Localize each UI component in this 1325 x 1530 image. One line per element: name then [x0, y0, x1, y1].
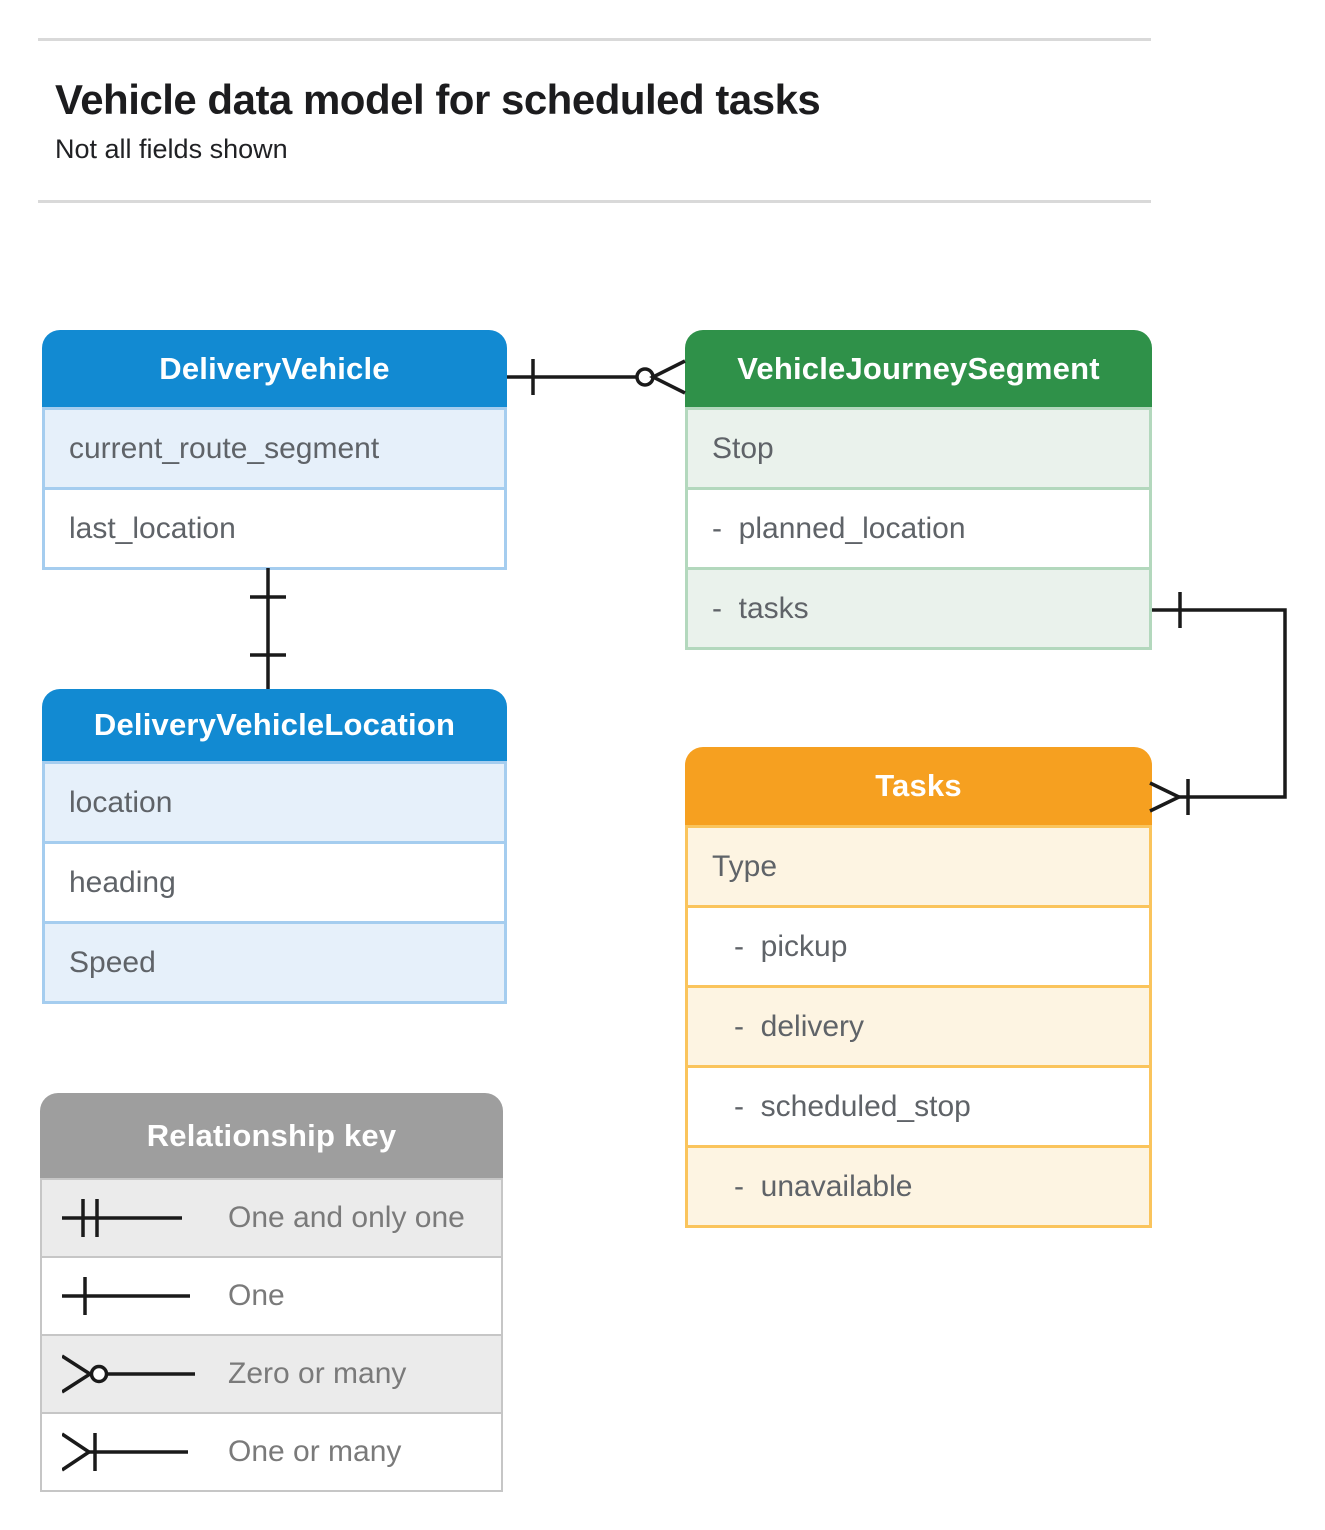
entity-vehicle-journey-segment-fields: Stop - planned_location - tasks	[685, 407, 1152, 650]
entity-tasks-header: Tasks	[685, 747, 1152, 825]
entity-delivery-vehicle-header: DeliveryVehicle	[42, 330, 507, 407]
field-label: Stop	[712, 431, 774, 465]
relationship-key-rows: One and only one One	[40, 1178, 503, 1492]
legend-item-one-or-many: One or many	[42, 1412, 501, 1490]
connector-deliveryvehicle-to-deliveryvehiclelocation	[250, 568, 286, 689]
field-last-location: last_location	[45, 487, 504, 567]
field-heading: heading	[45, 841, 504, 921]
field-stop: Stop	[688, 407, 1149, 487]
field-label: Speed	[69, 945, 156, 979]
field-label: last_location	[69, 511, 236, 545]
entity-delivery-vehicle-location-fields: location heading Speed	[42, 761, 507, 1004]
relationship-key-header: Relationship key	[40, 1093, 503, 1178]
field-current-route-segment: current_route_segment	[45, 407, 504, 487]
entity-title: DeliveryVehicleLocation	[93, 707, 456, 742]
one-or-many-icon	[62, 1432, 188, 1472]
field-label: - scheduled_stop	[734, 1089, 971, 1123]
entity-tasks-fields: Type - pickup - delivery - scheduled_sto…	[685, 825, 1152, 1228]
top-divider	[38, 38, 1151, 41]
one-icon	[62, 1277, 190, 1315]
field-planned-location: - planned_location	[688, 487, 1149, 567]
entity-delivery-vehicle-fields: current_route_segment last_location	[42, 407, 507, 570]
legend-label: One	[228, 1279, 285, 1312]
legend-label: One and only one	[228, 1201, 465, 1234]
zero-or-many-icon	[62, 1354, 195, 1394]
legend-label: Zero or many	[228, 1357, 407, 1390]
field-label: location	[69, 785, 173, 819]
field-label: Type	[712, 849, 778, 883]
field-pickup: - pickup	[688, 905, 1149, 985]
entity-title: VehicleJourneySegment	[737, 350, 1100, 386]
field-label: current_route_segment	[69, 431, 380, 465]
entity-title: Tasks	[875, 768, 962, 803]
field-tasks: - tasks	[688, 567, 1149, 647]
entity-delivery-vehicle-location-header: DeliveryVehicleLocation	[42, 689, 507, 761]
bottom-divider	[38, 200, 1151, 203]
legend-label: One or many	[228, 1435, 402, 1468]
field-location: location	[45, 761, 504, 841]
entity-delivery-vehicle-location: DeliveryVehicleLocation location heading…	[42, 689, 507, 1004]
relationship-key: Relationship key One and only one	[40, 1093, 503, 1492]
entity-vehicle-journey-segment-header: VehicleJourneySegment	[685, 330, 1152, 407]
field-unavailable: - unavailable	[688, 1145, 1149, 1225]
field-label: - unavailable	[734, 1169, 913, 1203]
entity-vehicle-journey-segment: VehicleJourneySegment Stop - planned_loc…	[685, 330, 1152, 650]
field-label: - planned_location	[712, 511, 966, 545]
field-label: heading	[69, 865, 176, 899]
field-label: - pickup	[734, 929, 848, 963]
connector-vehiclejourneysegment-to-tasks	[1149, 592, 1287, 815]
one-and-only-one-icon	[62, 1199, 182, 1237]
legend-title: Relationship key	[146, 1117, 397, 1153]
field-type: Type	[688, 825, 1149, 905]
entity-title: DeliveryVehicle	[159, 350, 390, 386]
page-subtitle: Not all fields shown	[55, 134, 288, 164]
legend-item-one-and-only-one: One and only one	[42, 1178, 501, 1256]
field-scheduled-stop: - scheduled_stop	[688, 1065, 1149, 1145]
legend-item-one: One	[42, 1256, 501, 1334]
page-title: Vehicle data model for scheduled tasks	[55, 76, 821, 123]
entity-delivery-vehicle: DeliveryVehicle current_route_segment la…	[42, 330, 507, 570]
field-delivery: - delivery	[688, 985, 1149, 1065]
connector-deliveryvehicle-to-vehiclejourneysegment	[507, 359, 686, 395]
field-label: - tasks	[712, 591, 809, 625]
field-label: - delivery	[734, 1009, 865, 1043]
entity-tasks: Tasks Type - pickup - delivery - schedul…	[685, 747, 1152, 1228]
legend-item-zero-or-many: Zero or many	[42, 1334, 501, 1412]
field-speed: Speed	[45, 921, 504, 1001]
